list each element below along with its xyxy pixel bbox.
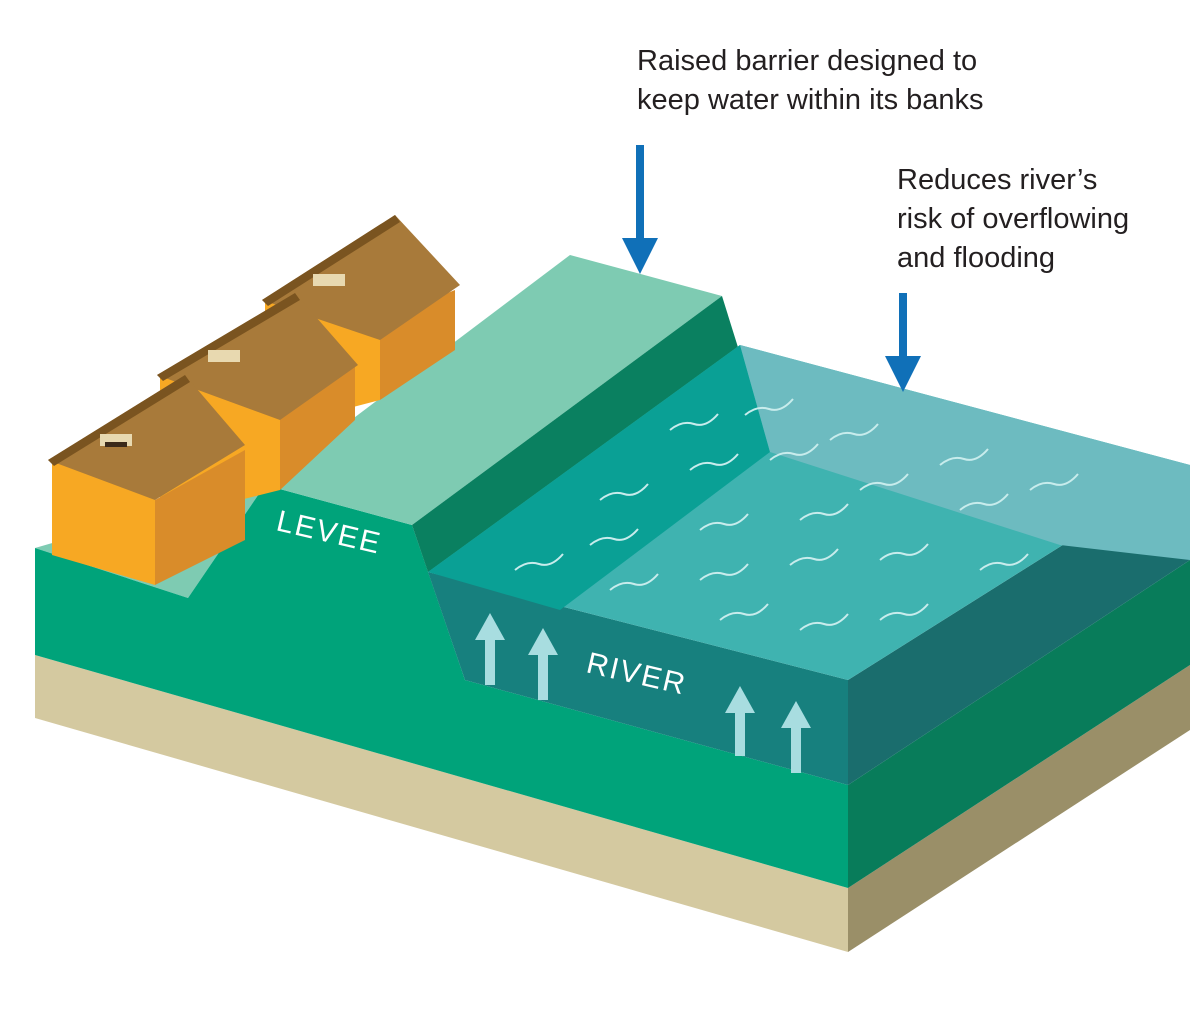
ripple xyxy=(589,528,639,546)
ground-side-face xyxy=(848,560,1190,888)
river-caption: Reduces river’s risk of overflowing and … xyxy=(897,161,1129,278)
houses xyxy=(48,215,460,585)
caption-line: risk of overflowing xyxy=(897,203,1130,235)
ripple xyxy=(829,423,879,441)
caption-line: Reduces river’s xyxy=(897,164,1098,196)
ripple xyxy=(669,413,719,431)
caption-line: and flooding xyxy=(897,242,1056,274)
down-arrow-icon xyxy=(885,293,921,392)
ripple xyxy=(879,603,929,621)
up-arrow-icon xyxy=(475,613,505,685)
levee-slope xyxy=(412,296,770,572)
ripple xyxy=(689,453,739,471)
caption-line: Raised barrier designed to xyxy=(637,45,978,77)
ripple xyxy=(959,493,1009,511)
water-ripples xyxy=(514,398,1079,631)
ripple xyxy=(799,503,849,521)
levee-top xyxy=(265,255,722,525)
ripple xyxy=(859,473,909,491)
ripple xyxy=(939,448,989,466)
rising-water-arrows xyxy=(475,613,811,773)
up-arrow-icon xyxy=(725,686,755,756)
ripple xyxy=(799,613,849,631)
water-far xyxy=(740,345,1190,560)
ripple xyxy=(599,483,649,501)
ripple xyxy=(609,573,659,591)
ripple xyxy=(699,513,749,531)
levee-caption: Raised barrier designed to keep water wi… xyxy=(637,42,984,120)
soil-side-face xyxy=(848,665,1190,952)
ripple xyxy=(769,443,819,461)
ripple xyxy=(719,603,769,621)
ripple xyxy=(744,398,794,416)
up-arrow-icon xyxy=(528,628,558,700)
water-over-slope xyxy=(428,345,770,610)
ground-front-face xyxy=(35,485,848,888)
up-arrow-icon xyxy=(781,701,811,773)
ripple xyxy=(789,548,839,566)
ripple xyxy=(699,563,749,581)
ripple xyxy=(1029,473,1079,491)
ripple xyxy=(979,553,1029,571)
callout-arrows xyxy=(622,145,921,392)
caption-line: keep water within its banks xyxy=(637,84,984,116)
soil-front-face xyxy=(35,655,848,952)
ripple xyxy=(879,543,929,561)
house-front xyxy=(48,375,245,585)
ripple xyxy=(514,553,564,571)
down-arrow-icon xyxy=(622,145,658,274)
